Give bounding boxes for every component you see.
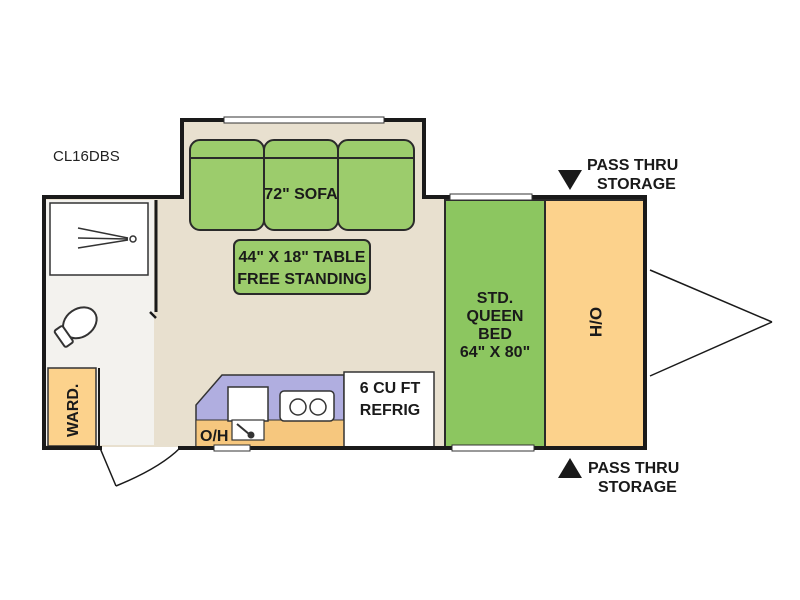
- stove: [227, 386, 269, 422]
- refrigerator: [343, 371, 435, 448]
- window: [451, 444, 535, 452]
- overhead-storage: [544, 199, 646, 448]
- counter-overhead-label: O/H: [200, 428, 228, 445]
- table-label-line2: FREE STANDING: [237, 271, 366, 288]
- bed-label-line4: 64" X 80": [460, 344, 530, 361]
- counter-sink-basin: [231, 419, 265, 441]
- window: [223, 116, 385, 124]
- faucet-icon: [236, 423, 255, 439]
- sofa-label: 72" SOFA: [264, 186, 338, 203]
- table: [233, 239, 371, 295]
- hitch: [649, 269, 773, 377]
- entry-door: [99, 447, 181, 487]
- pass-thru-bottom-line2: STORAGE: [598, 479, 677, 496]
- refrig-label-line1: 6 CU FT: [360, 380, 421, 397]
- shower-head-icon: [77, 227, 137, 249]
- window: [213, 444, 251, 452]
- wardrobe-label: WARD.: [65, 384, 82, 437]
- bed-label-line2: QUEEN: [467, 308, 524, 325]
- pass-thru-top-line1: PASS THRU: [587, 157, 678, 174]
- sofa: [189, 139, 415, 231]
- sink: [279, 390, 335, 422]
- overhead-label: O/H: [586, 307, 605, 337]
- table-label-line1: 44" X 18" TABLE: [239, 249, 366, 266]
- refrig-label-line2: REFRIG: [360, 402, 420, 419]
- model-name: CL16DBS: [53, 148, 120, 165]
- window: [449, 193, 533, 201]
- arrow-down-icon: [558, 170, 582, 190]
- pass-thru-bottom-line1: PASS THRU: [588, 460, 679, 477]
- bath-door: [149, 311, 157, 319]
- burner-icon: [289, 398, 307, 416]
- arrow-up-icon: [558, 458, 582, 478]
- burner-icon: [309, 398, 327, 416]
- bed-label-line1: STD.: [477, 290, 513, 307]
- toilet-icon: [53, 306, 98, 348]
- bed-label-line3: BED: [478, 326, 512, 343]
- pass-thru-top-line2: STORAGE: [597, 176, 676, 193]
